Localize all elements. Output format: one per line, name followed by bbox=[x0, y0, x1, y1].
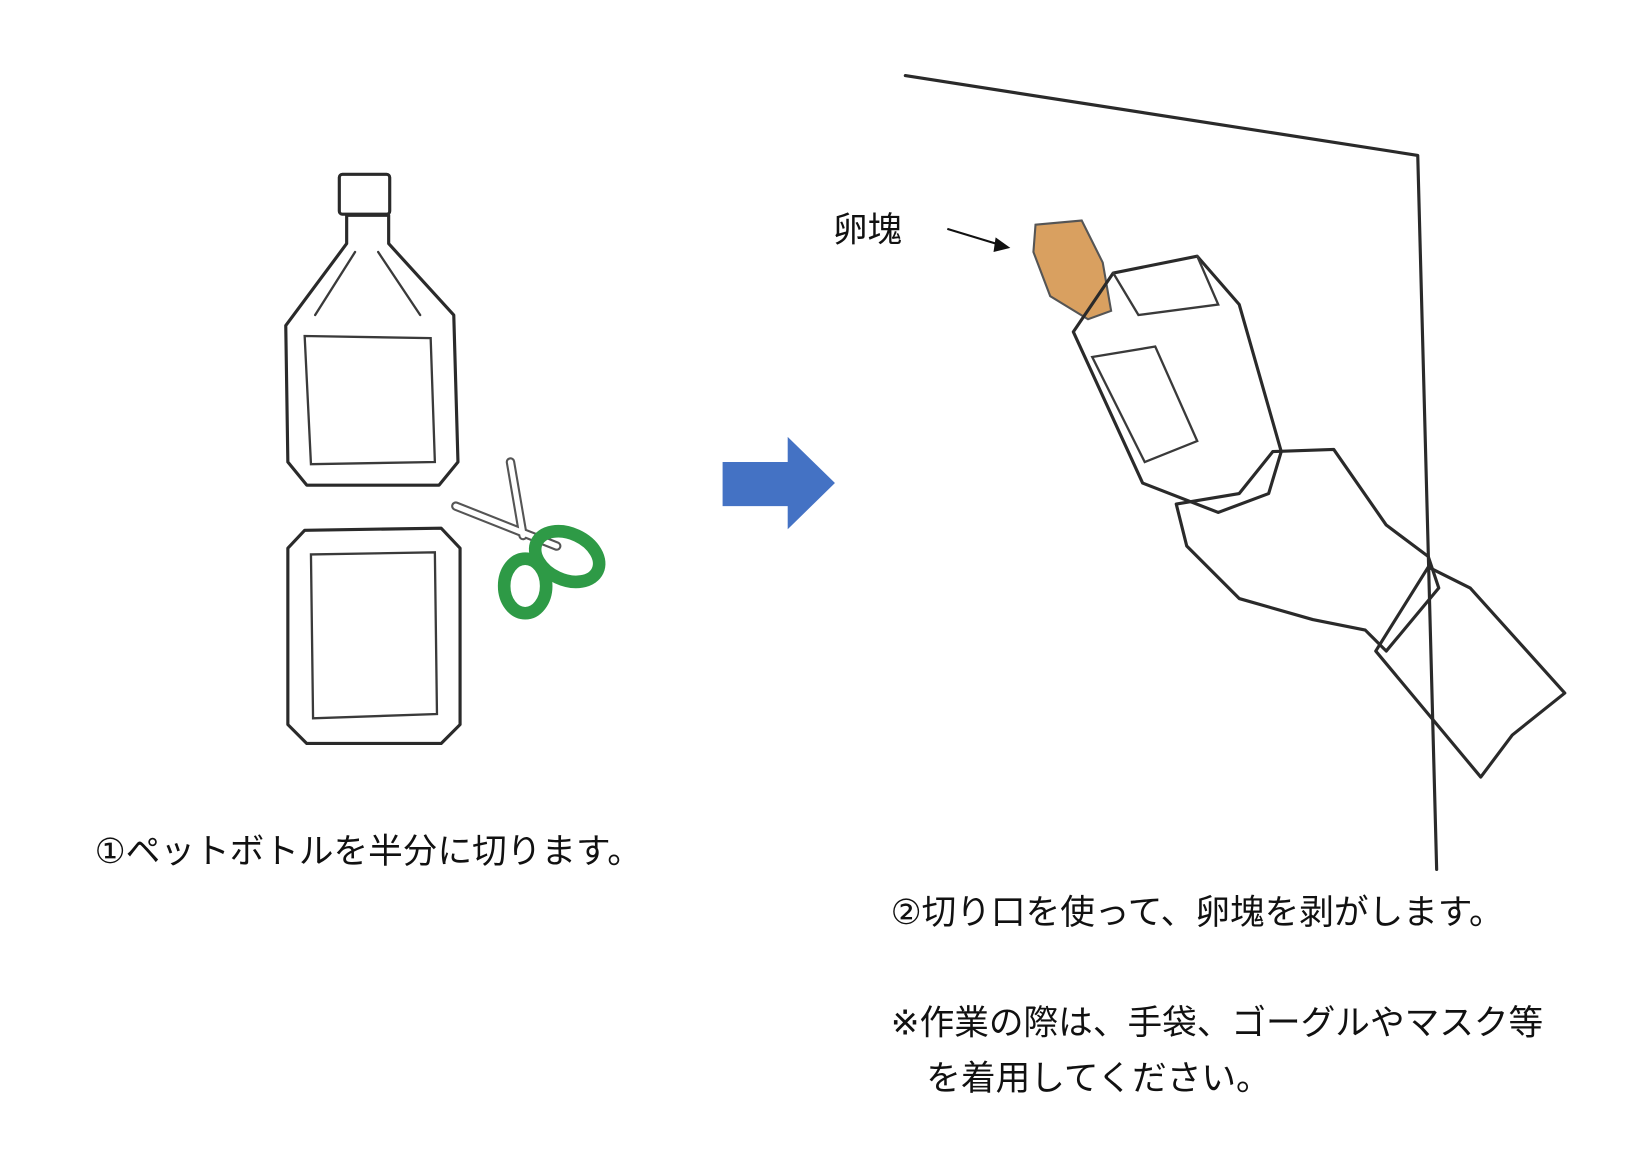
wall-outline bbox=[903, 74, 1439, 872]
egg-mass bbox=[1032, 219, 1113, 321]
arrow-right-icon bbox=[722, 436, 835, 530]
bottle-top-half bbox=[284, 172, 460, 487]
pointer-arrow-icon bbox=[947, 227, 1011, 253]
bottle-bottom-half bbox=[286, 526, 462, 746]
sleeve bbox=[1374, 565, 1567, 779]
safety-note-line2: を着用してください。 bbox=[926, 1059, 1270, 1099]
egg-mass-label: 卵塊 bbox=[833, 211, 902, 251]
gloved-hand bbox=[1174, 447, 1441, 653]
step2-caption: ②切り口を使って、卵塊を剥がします。 bbox=[891, 893, 1504, 933]
scissors-icon bbox=[451, 457, 606, 620]
bottle-cap bbox=[337, 172, 392, 216]
step1-caption: ①ペットボトルを半分に切ります。 bbox=[95, 832, 642, 872]
safety-note-line1: ※作業の際は、手袋、ゴーグルやマスク等 bbox=[891, 1003, 1544, 1043]
